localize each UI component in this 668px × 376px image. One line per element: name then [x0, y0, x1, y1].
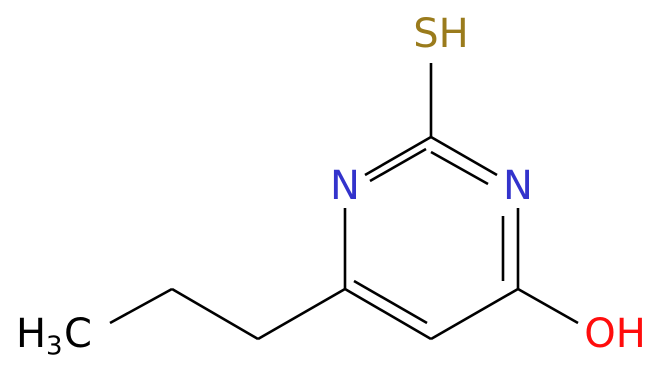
methyl-c: C — [64, 311, 92, 357]
thiol-label: SH — [413, 11, 468, 57]
methyl-h: H — [16, 311, 46, 357]
bond-c2-n1 — [364, 135, 432, 177]
methyl-label: H 3 C — [16, 311, 92, 362]
bond-cb-ch3 — [109, 287, 173, 325]
bond-c5-c6-inner — [353, 279, 428, 325]
bond-c2-n1-inner — [369, 147, 427, 183]
hydroxyl-label: OH — [584, 311, 646, 357]
bond-c4-o — [517, 287, 579, 325]
bond-c5-c6 — [344, 287, 432, 341]
bond-c6-ca — [257, 287, 346, 341]
bond-c4-c5 — [430, 287, 519, 341]
bond-ca-cb — [171, 287, 259, 341]
nitrogen-left-label: N — [330, 163, 360, 209]
bonds — [109, 63, 579, 341]
bond-c2-n3-inner — [430, 150, 489, 186]
methyl-subscript: 3 — [46, 332, 63, 362]
nitrogen-right-label: N — [503, 163, 533, 209]
atom-labels: SH N N OH H 3 C — [16, 11, 646, 362]
bond-c2-n3 — [430, 135, 498, 177]
